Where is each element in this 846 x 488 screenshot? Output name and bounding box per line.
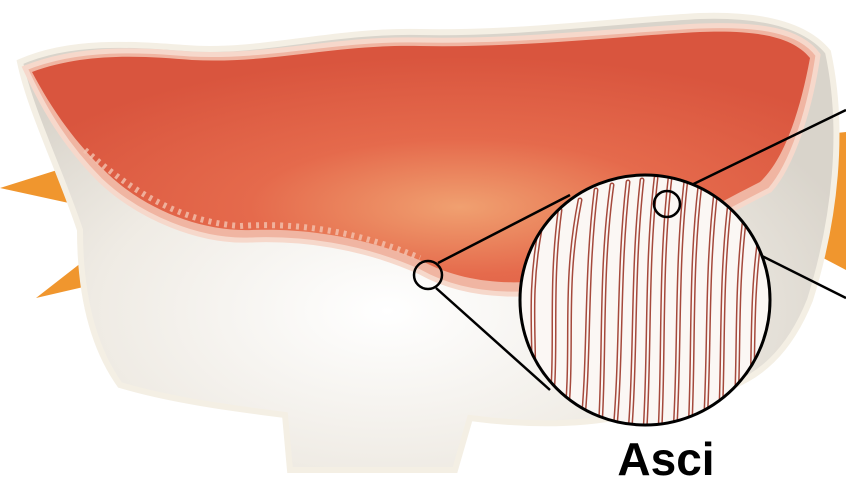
asci-label: Asci — [596, 436, 736, 482]
